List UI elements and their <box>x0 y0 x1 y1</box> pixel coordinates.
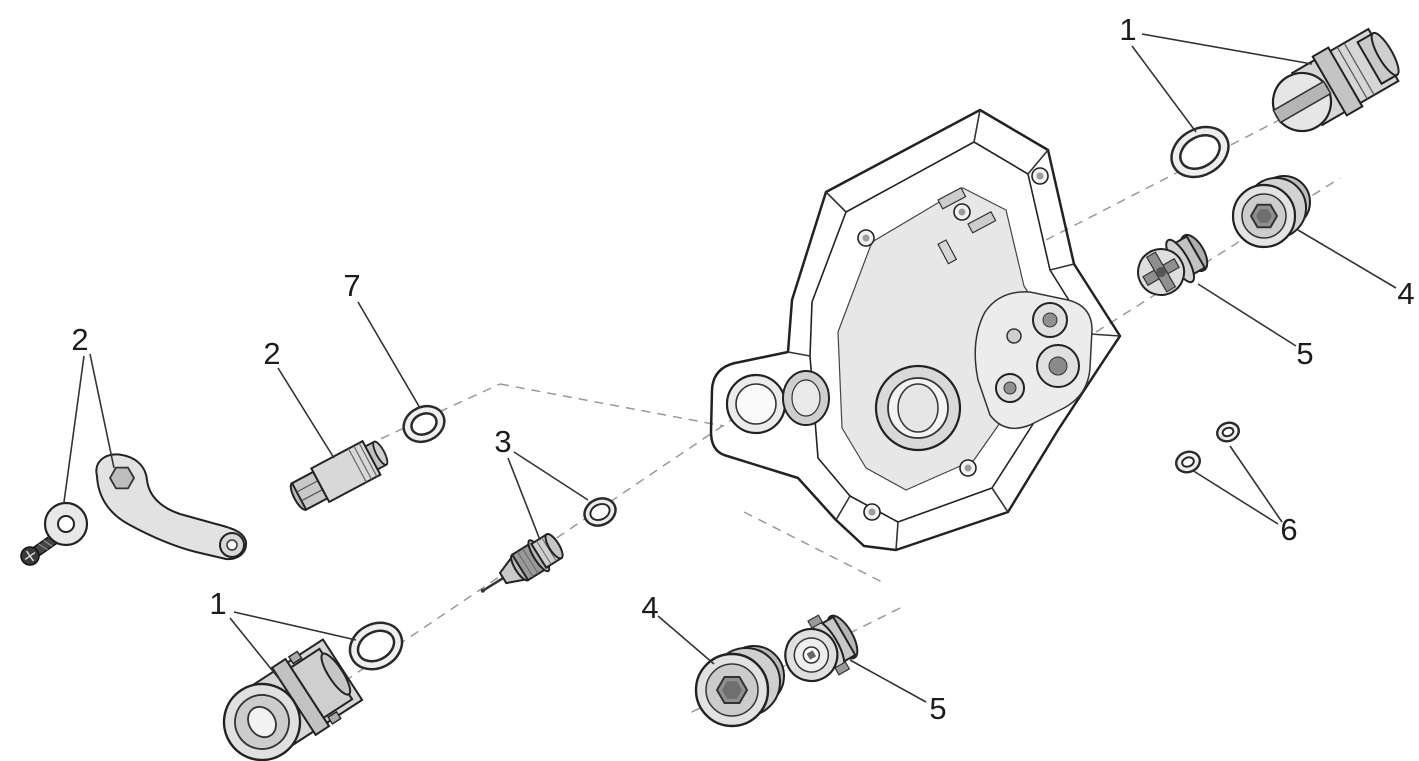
locking-tab-top <box>287 650 303 665</box>
o-ring-lower <box>348 621 404 671</box>
callout-4-lower: 4 <box>641 590 658 625</box>
screwdriver-slot <box>1272 80 1332 124</box>
callout-6: 6 <box>1280 512 1297 547</box>
locking-tab-bottom <box>327 710 342 725</box>
callout-1-lower: 1 <box>209 586 226 621</box>
callout-labels: 1 4 5 6 7 2 2 3 1 4 5 <box>71 12 1414 726</box>
lever-hex-hole <box>108 466 136 490</box>
sealing-washer-small-1 <box>1175 450 1201 474</box>
pump-cover-housing <box>709 108 1122 552</box>
callout-2-fitting: 2 <box>263 336 280 371</box>
valve-seat-ring <box>583 497 617 527</box>
callout-1-upper: 1 <box>1119 12 1136 47</box>
callout-leader-lines <box>63 33 1397 703</box>
hex-socket-plug-upper <box>1231 175 1311 249</box>
callout-5-upper: 5 <box>1296 336 1313 371</box>
bolt-holes <box>857 167 1049 521</box>
callout-2-lever: 2 <box>71 322 88 357</box>
sealing-washer-small-2 <box>1216 421 1240 443</box>
side-bore-inner <box>791 379 821 417</box>
threaded-fitting <box>289 439 389 512</box>
callout-4-upper: 4 <box>1397 276 1414 311</box>
valve-insert-lower <box>784 614 859 683</box>
callout-5-lower: 5 <box>929 691 946 726</box>
lever-arm <box>95 453 248 561</box>
washer <box>43 501 89 547</box>
detent-hole <box>806 650 817 660</box>
slotted-plug-upper <box>1271 27 1400 133</box>
o-ring-upper <box>1170 125 1230 179</box>
hex-socket-plug-lower <box>694 645 785 728</box>
flange-bore-inner <box>735 383 777 425</box>
o-ring-7 <box>402 404 446 444</box>
valve-insert-upper <box>1137 233 1209 296</box>
needle-valve <box>480 532 564 593</box>
boss-cluster <box>974 291 1093 430</box>
plug-lower <box>222 638 364 761</box>
callout-3: 3 <box>494 424 511 459</box>
callout-7: 7 <box>343 268 360 303</box>
housing-edge-lines <box>787 109 1121 551</box>
central-bore <box>874 364 962 452</box>
machined-slots <box>937 186 997 265</box>
